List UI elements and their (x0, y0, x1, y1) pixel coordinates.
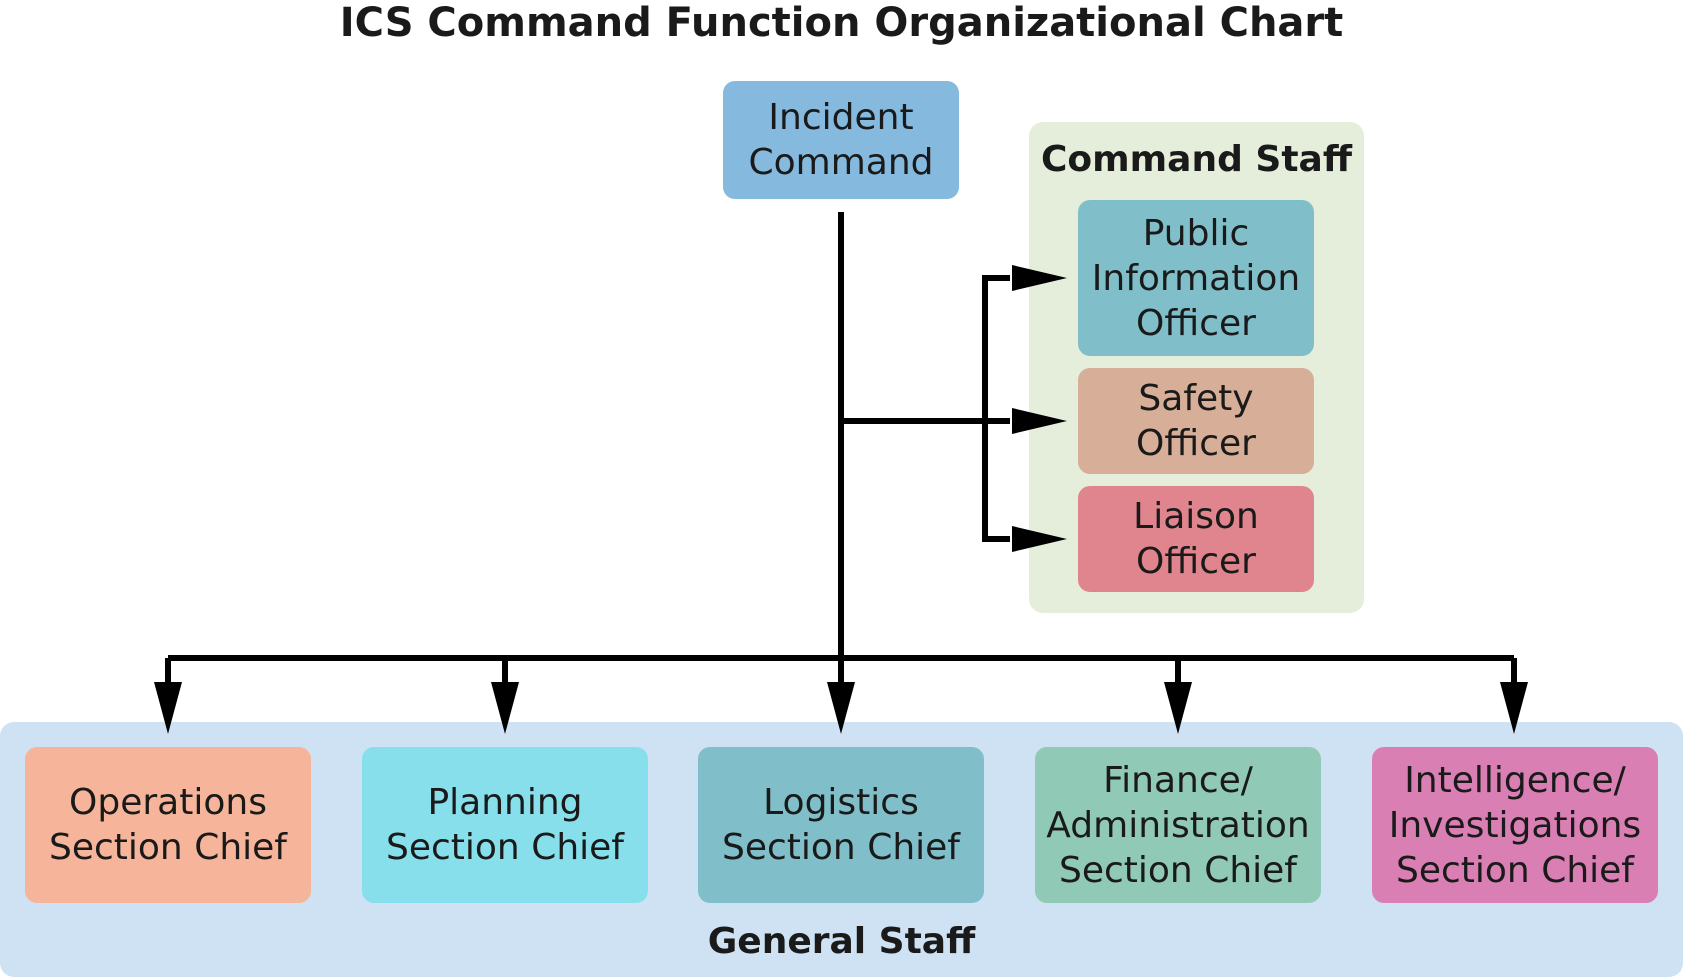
arrowhead-planning (491, 682, 519, 734)
section-label: Planning Section Chief (386, 782, 624, 868)
planning-section-chief-box: Planning Section Chief (362, 747, 648, 903)
officer-label: Public Information Officer (1091, 212, 1301, 344)
section-label: Intelligence/ Investigations Section Chi… (1388, 759, 1642, 891)
arrowhead-finance (1164, 682, 1192, 734)
incident-command-label: Incident Command (748, 97, 934, 183)
incident-command-box: Incident Command (723, 81, 959, 199)
command-staff-label: Command Staff (1041, 139, 1352, 180)
arrowhead-intelligence (1500, 682, 1528, 734)
section-label: Finance/ Administration Section Chief (1046, 759, 1310, 891)
section-label: Operations Section Chief (49, 782, 287, 868)
arrowhead-public-information (1012, 265, 1067, 291)
connector-strokes (165, 212, 1517, 685)
arrowhead-operations (154, 682, 182, 734)
operations-section-chief-box: Operations Section Chief (25, 747, 311, 903)
officer-bracket-line (982, 275, 1010, 542)
liaison-officer-box: Liaison Officer (1078, 486, 1314, 592)
section-label: Logistics Section Chief (722, 782, 960, 868)
arrowheads (154, 265, 1528, 734)
public-information-officer-box: Public Information Officer (1078, 200, 1314, 356)
arrowhead-logistics (827, 682, 855, 734)
officer-label: Safety Officer (1136, 378, 1256, 464)
finance-administration-section-chief-box: Finance/ Administration Section Chief (1035, 747, 1321, 903)
intelligence-investigations-section-chief-box: Intelligence/ Investigations Section Chi… (1372, 747, 1658, 903)
general-staff-label: General Staff (707, 921, 976, 962)
arrowhead-safety (1012, 408, 1067, 434)
chart-title: ICS Command Function Organizational Char… (339, 0, 1344, 46)
arrowhead-liaison (1012, 526, 1067, 552)
logistics-section-chief-box: Logistics Section Chief (698, 747, 984, 903)
officer-label: Liaison Officer (1133, 496, 1259, 582)
safety-officer-box: Safety Officer (1078, 368, 1314, 474)
